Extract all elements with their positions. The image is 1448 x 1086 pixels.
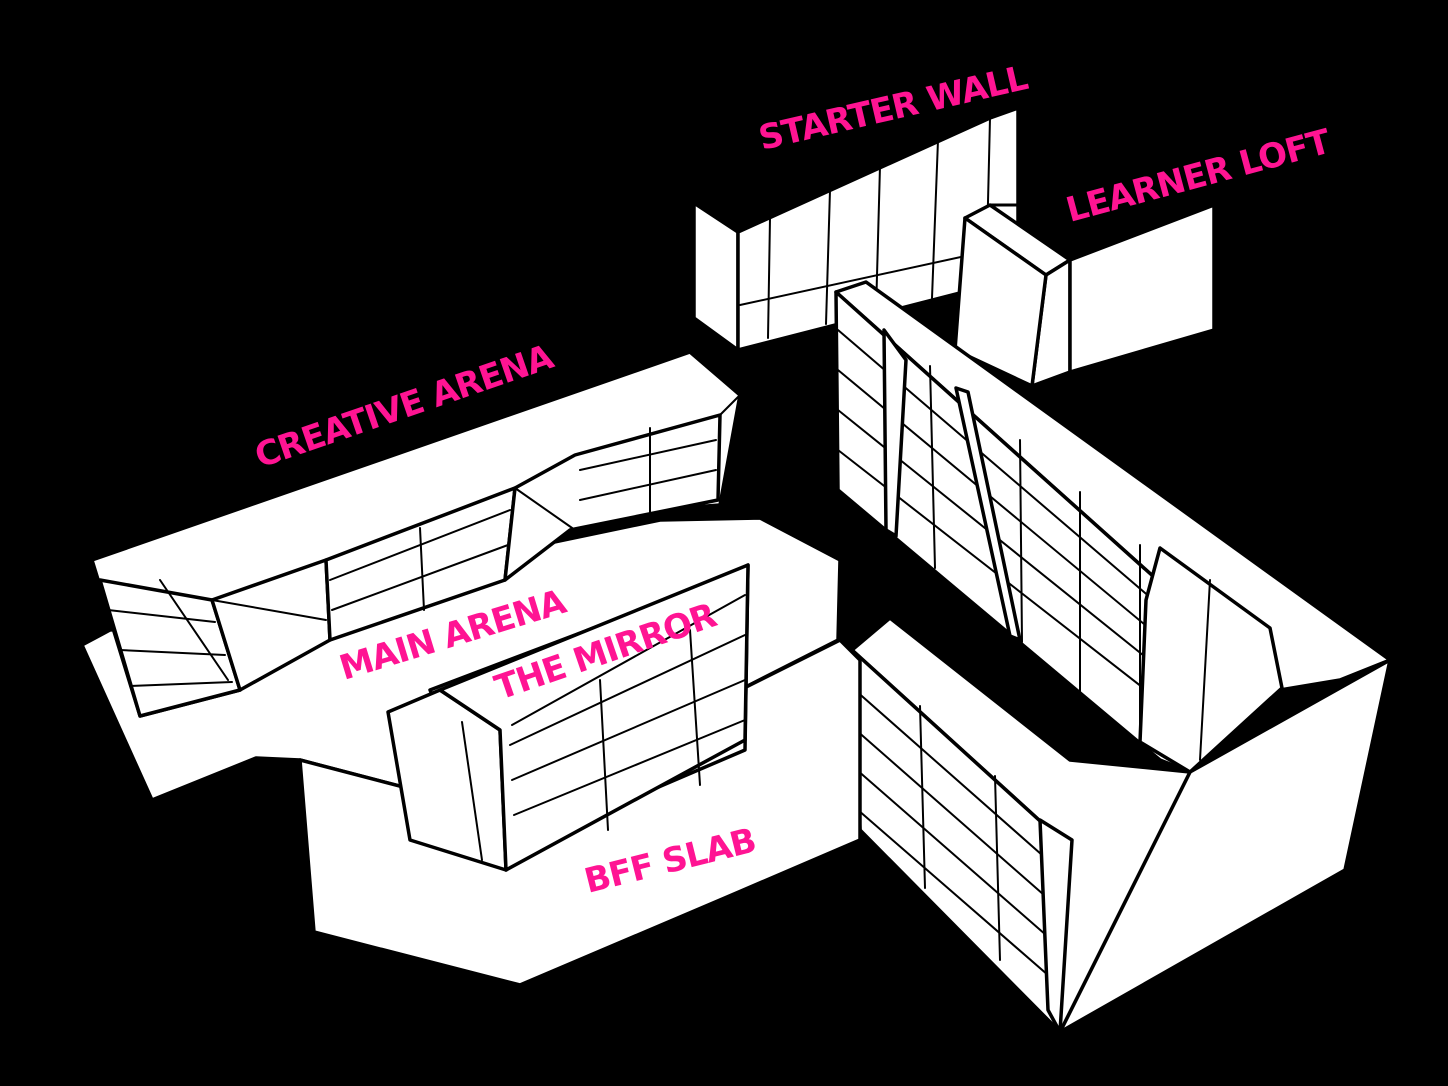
learner-loft-structure [953, 203, 1216, 388]
creative-arena-structure [90, 350, 742, 718]
the-mirror-structure [386, 563, 750, 872]
long-wall-front-arm [850, 616, 1392, 1034]
long-wall-back-arm [834, 280, 1392, 774]
